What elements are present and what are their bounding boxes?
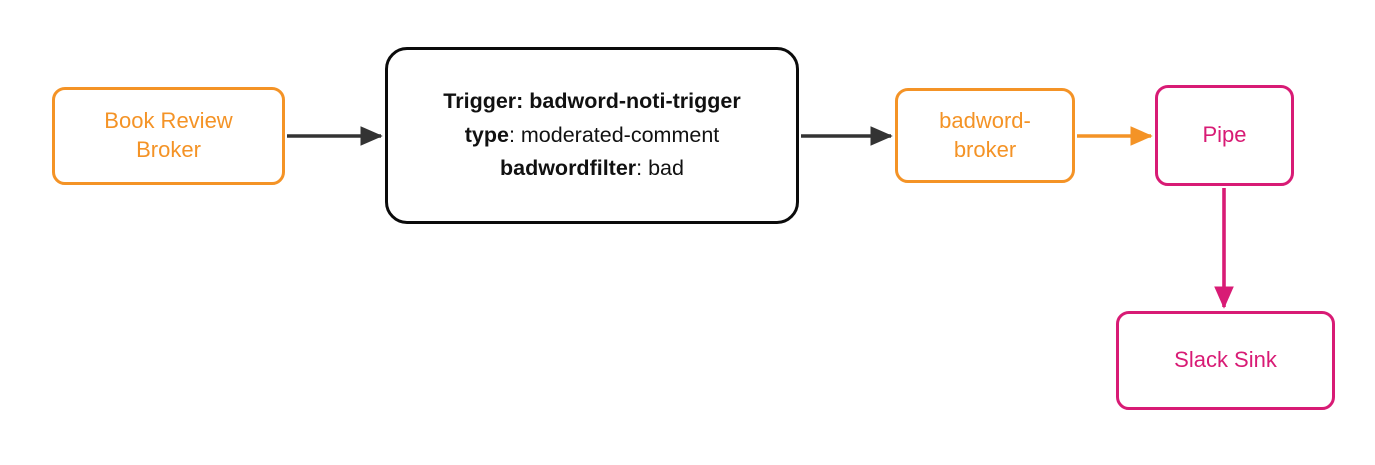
node-book-review-broker-label: Book Review Broker [104, 108, 233, 162]
config-line-trigger: Trigger: badword-noti-trigger [443, 85, 740, 119]
node-badword-broker[interactable]: badword- broker [895, 88, 1075, 183]
config-key-badwordfilter: badwordfilter [499, 156, 637, 181]
config-key-type: type [464, 122, 509, 147]
node-pipe-label: Pipe [1202, 122, 1247, 148]
node-slack-sink-label: Slack Sink [1174, 347, 1277, 373]
node-badword-broker-label: badword- broker [939, 107, 1031, 162]
node-trigger-config[interactable]: Trigger: badword-noti-trigger type: mode… [385, 47, 799, 224]
config-line-badwordfilter: badwordfilter: bad [443, 152, 740, 186]
config-value-badwordfilter: : bad [636, 156, 684, 181]
node-book-review-broker[interactable]: Book Review Broker [52, 87, 285, 185]
node-pipe[interactable]: Pipe [1155, 85, 1294, 186]
config-key-trigger: Trigger: [443, 88, 524, 113]
config-value-trigger: badword-noti-trigger [523, 88, 741, 113]
node-trigger-config-label: Trigger: badword-noti-trigger type: mode… [443, 85, 740, 187]
node-slack-sink[interactable]: Slack Sink [1116, 311, 1335, 410]
config-line-type: type: moderated-comment [443, 119, 740, 153]
config-value-type: : moderated-comment [508, 122, 720, 147]
